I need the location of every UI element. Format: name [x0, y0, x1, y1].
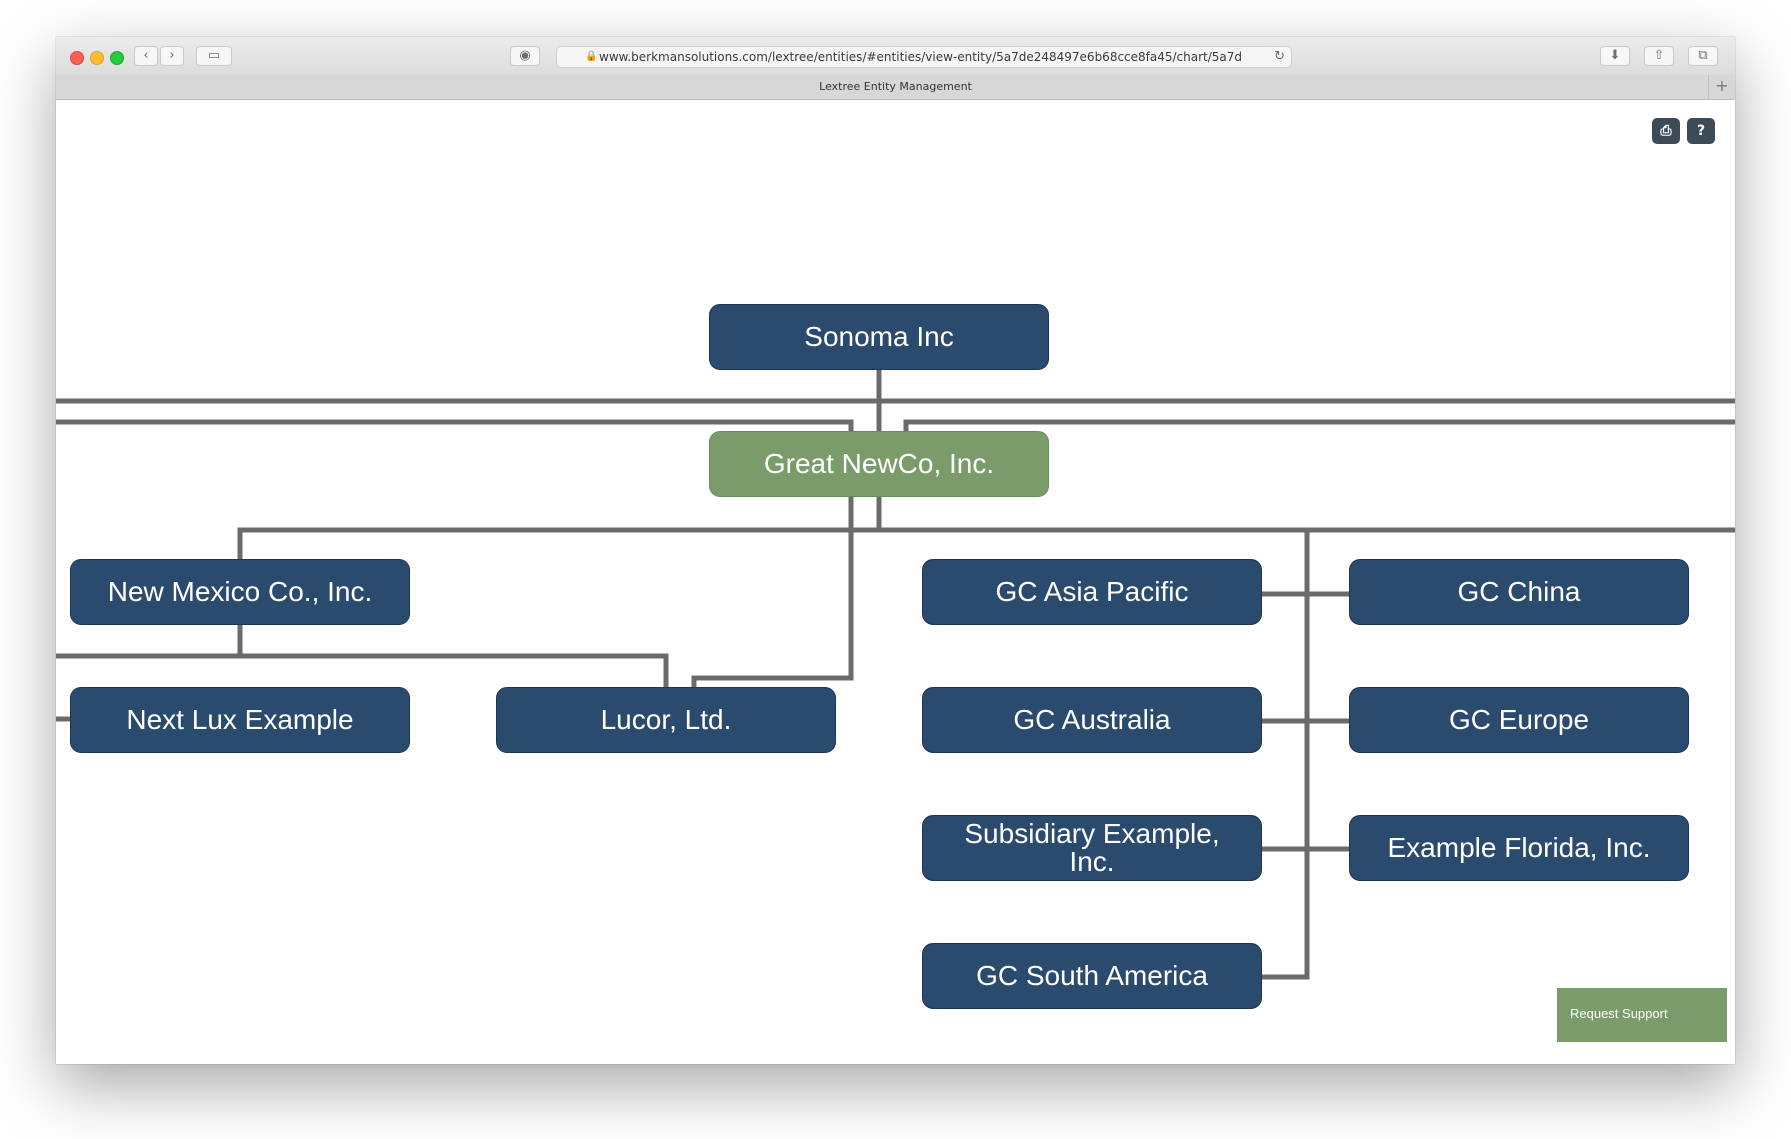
tabs-overview-icon[interactable]: ⧉ — [1688, 46, 1718, 66]
connector-line — [237, 527, 1735, 559]
tab-bar: Lextree Entity Management + — [56, 75, 1735, 100]
entity-node-gc-china[interactable]: GC China — [1349, 559, 1689, 625]
browser-titlebar: ‹ › ▭ ◉ 🔒 www.berkmansolutions.com/lextr… — [56, 37, 1735, 76]
entity-node-gc-south-america[interactable]: GC South America — [922, 943, 1262, 1009]
lock-icon: 🔒 — [585, 51, 598, 62]
downloads-icon[interactable]: ⬇ — [1600, 46, 1630, 66]
entity-node-next-lux[interactable]: Next Lux Example — [70, 687, 410, 753]
page-content: ⎙ ? Sonoma Inc Great NewCo, Inc. — [56, 100, 1735, 1064]
entity-node-gc-asia-pacific[interactable]: GC Asia Pacific — [922, 559, 1262, 625]
browser-window: ‹ › ▭ ◉ 🔒 www.berkmansolutions.com/lextr… — [56, 37, 1735, 1064]
forward-icon[interactable]: › — [160, 46, 184, 66]
connector-line — [691, 495, 854, 690]
maximize-window-button[interactable] — [110, 51, 124, 65]
reload-icon[interactable]: ↻ — [1274, 49, 1285, 64]
entity-node-subsidiary-example[interactable]: Subsidiary Example, Inc. — [922, 815, 1262, 881]
entity-node-gc-europe[interactable]: GC Europe — [1349, 687, 1689, 753]
sidebar-icon[interactable]: ▭ — [196, 46, 232, 66]
print-icon[interactable]: ⎙ — [1652, 118, 1680, 144]
share-icon[interactable]: ⇧ — [1644, 46, 1674, 66]
tab-title[interactable]: Lextree Entity Management — [819, 80, 972, 93]
connector-line — [56, 653, 669, 690]
back-icon[interactable]: ‹ — [134, 46, 158, 66]
close-window-button[interactable] — [70, 51, 84, 65]
entity-node-new-mexico[interactable]: New Mexico Co., Inc. — [70, 559, 410, 625]
new-tab-icon[interactable]: + — [1708, 75, 1735, 99]
address-bar[interactable]: 🔒 www.berkmansolutions.com/lextree/entit… — [556, 46, 1292, 68]
entity-node-sonoma-inc[interactable]: Sonoma Inc — [709, 304, 1049, 370]
minimize-window-button[interactable] — [90, 51, 104, 65]
url-text: www.berkmansolutions.com/lextree/entitie… — [599, 50, 1243, 64]
connector-line — [1262, 530, 1310, 980]
privacy-report-icon[interactable]: ◉ — [510, 46, 540, 66]
request-support-button[interactable]: Request Support — [1557, 988, 1727, 1042]
help-button[interactable]: ? — [1687, 118, 1715, 144]
entity-node-lucor[interactable]: Lucor, Ltd. — [496, 687, 836, 753]
entity-node-example-florida[interactable]: Example Florida, Inc. — [1349, 815, 1689, 881]
entity-node-gc-australia[interactable]: GC Australia — [922, 687, 1262, 753]
entity-node-great-newco-selected[interactable]: Great NewCo, Inc. — [709, 431, 1049, 497]
